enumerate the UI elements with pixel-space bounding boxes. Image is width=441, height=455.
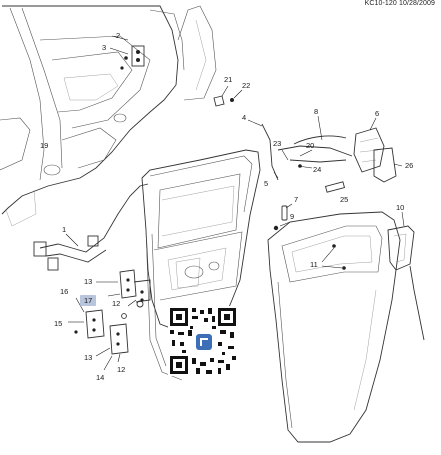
callout-22: 22 xyxy=(242,81,250,90)
callout-8: 8 xyxy=(314,107,318,116)
body-side-frame xyxy=(0,5,217,227)
upper-bracket-parts xyxy=(109,35,145,70)
callout-15: 15 xyxy=(54,319,62,328)
callout-16: 16 xyxy=(60,287,68,296)
lock-rod-and-actuator xyxy=(247,115,403,183)
callout-4: 4 xyxy=(242,113,246,122)
callout-23: 23 xyxy=(273,139,281,148)
callout-12a: 12 xyxy=(112,299,120,308)
reference-code: KC10-120 10/28/2009 xyxy=(364,0,435,7)
clip-parts-21-22 xyxy=(213,85,243,107)
callout-2: 2 xyxy=(116,31,120,40)
callout-7: 7 xyxy=(294,195,298,204)
lower-hinge xyxy=(68,297,129,371)
callout-26: 26 xyxy=(405,161,413,170)
outside-handle xyxy=(387,211,425,341)
callout-17-highlight xyxy=(80,295,96,306)
callout-9: 9 xyxy=(290,212,294,221)
callout-1: 1 xyxy=(62,225,66,234)
callout-3: 3 xyxy=(102,43,106,52)
callout-19: 19 xyxy=(40,141,48,150)
outer-door-panel xyxy=(267,211,401,443)
callout-25: 25 xyxy=(340,195,348,204)
callout-14: 14 xyxy=(96,373,104,382)
callout-13b: 13 xyxy=(84,353,92,362)
badge-icon xyxy=(196,334,212,350)
callout-13a: 13 xyxy=(84,277,92,286)
callout-11: 11 xyxy=(310,260,318,269)
small-parts-7-9-25 xyxy=(273,181,346,231)
callout-10: 10 xyxy=(396,203,404,212)
upper-hinge xyxy=(96,269,151,307)
callout-5: 5 xyxy=(264,179,268,188)
callout-12b: 12 xyxy=(117,365,125,374)
callout-labels: 1 2 3 4 5 6 7 8 9 10 11 12 12 13 13 14 1… xyxy=(40,31,413,382)
callout-20: 20 xyxy=(306,141,314,150)
callout-6: 6 xyxy=(375,109,379,118)
qr-code xyxy=(168,306,238,376)
callout-21: 21 xyxy=(224,75,232,84)
callout-17: 17 xyxy=(84,296,92,305)
callout-24: 24 xyxy=(313,165,321,174)
wiring-harness xyxy=(33,183,149,271)
